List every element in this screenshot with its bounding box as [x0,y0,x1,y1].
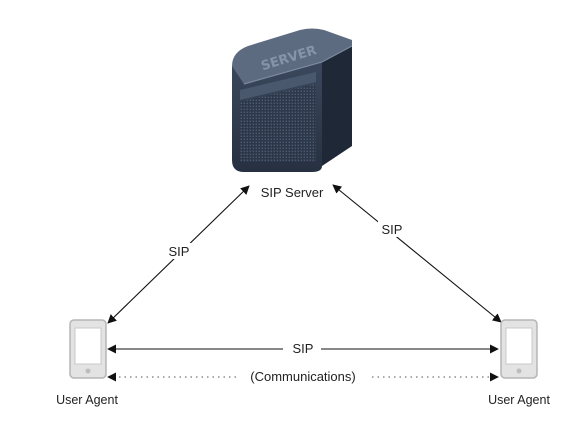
left-user-agent-phone-icon [69,319,107,379]
right-user-agent-phone-icon [500,319,538,379]
right-user-agent-label: User Agent [488,393,550,407]
right-sip-label: SIP [382,222,403,237]
signaling-label: SIP [293,341,314,356]
media-label: (Communications) [250,369,355,384]
left-user-agent-label: User Agent [56,393,118,407]
left-sip-label: SIP [169,244,190,259]
server-icon: SERVER [232,28,353,172]
right-sip-connector [332,184,502,323]
server-label: SIP Server [261,185,324,200]
